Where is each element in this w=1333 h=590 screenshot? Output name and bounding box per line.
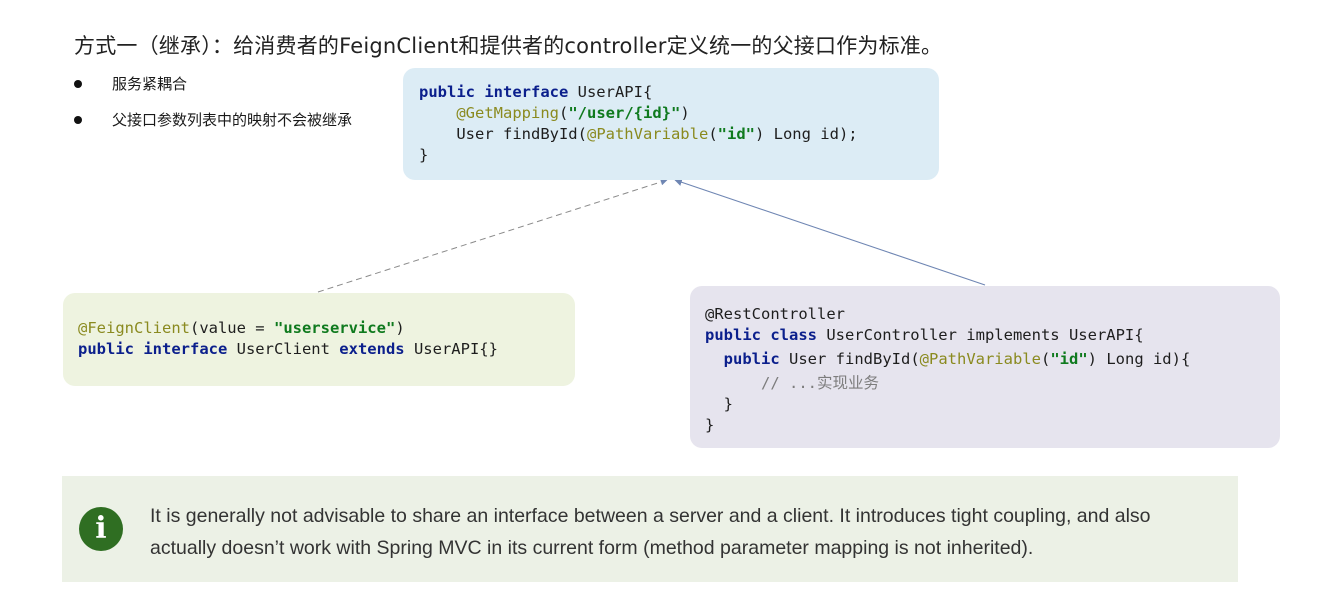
bullet-text: 父接口参数列表中的映射不会被继承 (112, 111, 353, 129)
client-to-api-dashed-arrow (317, 178, 668, 293)
code-line: User findById(@PathVariable("id") Long i… (419, 124, 923, 145)
code-string: "userservice" (273, 319, 396, 337)
code-comment: // ...实现业务 (761, 374, 879, 392)
controller-to-api-arrow (674, 178, 986, 286)
code-line: @FeignClient(value = "userservice") (78, 318, 560, 339)
code-line: @RestController (705, 305, 845, 323)
code-line: public class UserController implements U… (705, 325, 1265, 346)
bullet-text: 服务紧耦合 (112, 75, 188, 93)
code-text: User findById( (456, 125, 587, 143)
code-line: public interface UserClient extends User… (78, 339, 560, 360)
code-text: UserClient (227, 340, 340, 358)
slide-title: 方式一（继承）：给消费者的FeignClient和提供者的controller定… (74, 34, 943, 58)
code-string: "id" (1050, 350, 1088, 368)
code-annotation: @PathVariable (586, 125, 709, 143)
user-controller-code-box: @RestController public class UserControll… (690, 286, 1280, 448)
code-keyword: extends (339, 340, 405, 358)
code-text: ) (680, 104, 690, 122)
code-text: UserAPI{} (404, 340, 498, 358)
info-icon: i (79, 507, 123, 551)
user-api-code-box: public interface UserAPI{ @GetMapping("/… (403, 68, 939, 180)
code-text: ) Long id); (754, 125, 858, 143)
bullet-item: 服务紧耦合 (72, 73, 352, 109)
code-annotation: @FeignClient (78, 319, 190, 337)
code-line: } (705, 394, 1265, 415)
code-keyword: public (723, 350, 780, 368)
code-text: UserController implements UserAPI{ (816, 326, 1144, 344)
code-text: ( (1040, 350, 1051, 368)
code-annotation: @PathVariable (919, 350, 1041, 368)
bullet-dot (74, 116, 82, 124)
code-line: // ...实现业务 (705, 373, 1265, 394)
bullet-list: 服务紧耦合 父接口参数列表中的映射不会被继承 (72, 73, 352, 145)
code-keyword: public interface (419, 83, 569, 101)
code-line: } (705, 416, 715, 434)
info-note: i It is generally not advisable to share… (62, 476, 1238, 582)
user-client-code-box: @FeignClient(value = "userservice")publi… (63, 293, 575, 386)
code-text: UserAPI{ (568, 83, 653, 101)
code-keyword: public class (705, 326, 817, 344)
code-text: User findById( (779, 350, 920, 368)
code-line: public User findById(@PathVariable("id")… (705, 346, 1265, 373)
bullet-dot (74, 80, 82, 88)
code-text: ) Long id){ (1087, 350, 1191, 368)
code-text: ( (558, 104, 569, 122)
info-note-text: It is generally not advisable to share a… (150, 505, 1151, 559)
code-line: @GetMapping("/user/{id}") (419, 103, 923, 124)
bullet-item: 父接口参数列表中的映射不会被继承 (72, 109, 352, 145)
code-string: "/user/{id}" (568, 104, 681, 122)
code-text: ) (395, 319, 405, 337)
code-text: ( (708, 125, 718, 143)
code-text: (value = (189, 319, 274, 337)
code-string: "id" (717, 125, 755, 143)
code-line: public interface UserAPI{ (419, 82, 923, 103)
code-text: } (723, 395, 734, 413)
code-line: } (419, 146, 429, 164)
code-annotation: @GetMapping (456, 104, 559, 122)
code-keyword: public interface (78, 340, 228, 358)
